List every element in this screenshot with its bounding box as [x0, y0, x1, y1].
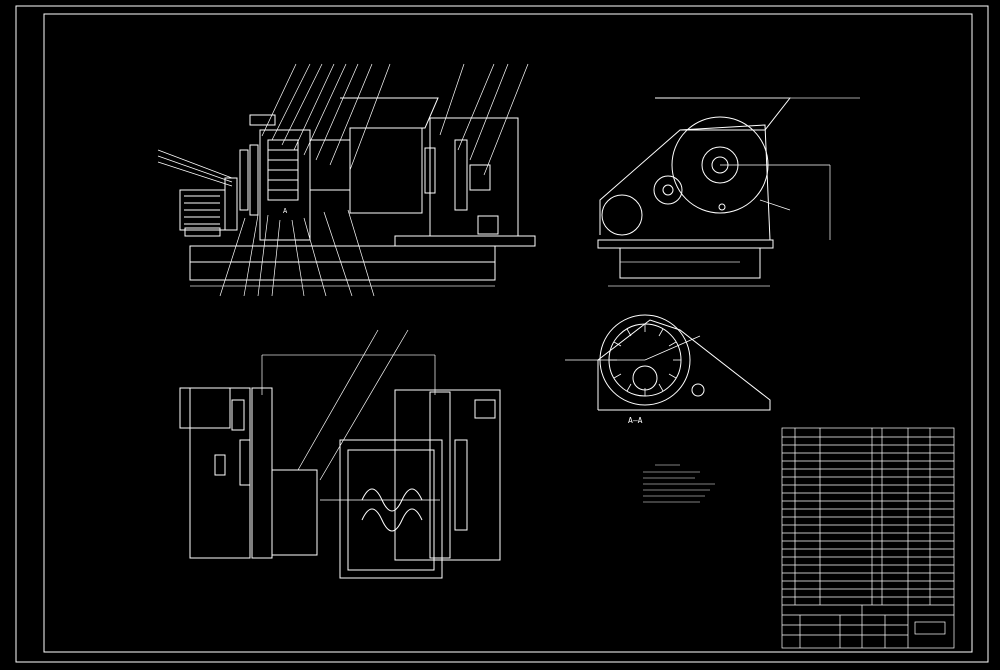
top-motor-flange: [231, 399, 245, 431]
idler-shaft: [662, 184, 674, 196]
top-drum-outer: [339, 439, 443, 579]
side-view: [597, 97, 860, 287]
right-frame-top: [394, 389, 501, 561]
motor-foot: [184, 227, 221, 237]
front-view: A: [157, 63, 536, 297]
section-view-aa: A—A: [565, 314, 771, 425]
part-leader-lines: [157, 63, 529, 297]
technical-notes: [643, 464, 715, 503]
title-block: [781, 427, 955, 649]
right-side-plate: [429, 391, 451, 559]
section-bolt: [691, 383, 705, 397]
side-foundation: [619, 247, 761, 279]
section-housing: [597, 319, 771, 411]
motor-flange: [224, 177, 238, 231]
top-pulley-right: [454, 439, 468, 531]
top-right-motor: [474, 399, 496, 419]
motor-fins: [184, 195, 220, 225]
feed-hopper: [340, 97, 439, 129]
top-pulley-left: [239, 439, 251, 486]
side-frame-outline: [599, 124, 771, 241]
right-bearing-frame: [429, 117, 519, 237]
screw-flight-upper: [361, 488, 423, 512]
motor-end-view: [601, 194, 643, 236]
idler-pulley: [653, 175, 683, 205]
top-cap: [249, 114, 276, 126]
section-radius-line: [644, 335, 701, 361]
title-block-bottom: [782, 605, 954, 648]
radius-leader: [759, 199, 791, 211]
base-frame: [189, 245, 496, 281]
outer-frame: [15, 5, 989, 663]
screw-flight-lower: [361, 508, 423, 532]
motor-mount-plate: [189, 387, 251, 559]
section-label: A—A: [628, 416, 643, 425]
inner-frame: [43, 13, 973, 653]
left-side-plate: [251, 387, 273, 559]
pulley-left-1: [239, 149, 249, 211]
top-view: [179, 329, 501, 579]
pulley-left-2: [249, 144, 259, 216]
pulley-right-1: [454, 139, 468, 211]
section-shaft: [632, 365, 658, 391]
leader-top-1: [297, 329, 379, 471]
top-drum-inner: [347, 449, 435, 571]
side-base-plate: [597, 239, 774, 249]
side-hopper: [655, 97, 792, 131]
gearbox-top: [271, 469, 318, 556]
rotor-hammers: [609, 324, 681, 396]
section-cut-label: A: [283, 207, 288, 215]
bearing-block: [469, 164, 491, 191]
top-motor-body: [179, 387, 231, 429]
bolt-hole: [718, 203, 726, 211]
terminal-box: [214, 454, 226, 476]
gear-teeth: [268, 149, 298, 191]
right-motor: [477, 215, 499, 235]
leader-top-2: [319, 329, 409, 481]
parts-list-rows: [782, 436, 954, 606]
right-base: [394, 235, 536, 247]
